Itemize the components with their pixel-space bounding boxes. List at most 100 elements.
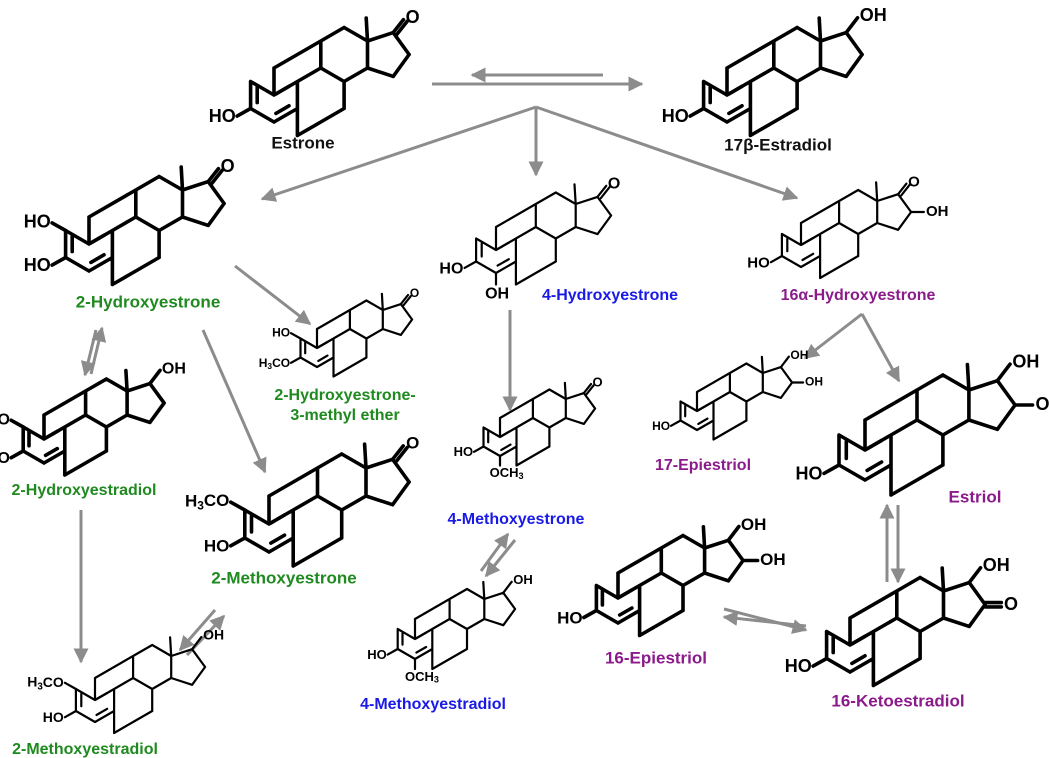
arrow-methoxyestrone4-to-methoxyestradiol4-reverse: [484, 539, 517, 578]
hydroxyl-bond-17: [844, 15, 860, 35]
substituent-2-label: HO: [0, 412, 10, 429]
hydroxyl-bond-17: [148, 368, 162, 386]
hydroxyl-17-label: OH: [162, 360, 186, 377]
arrow-estrone-to-hydroxyestrone16a: [535, 105, 799, 201]
compound-name-estriol: Estriol: [949, 487, 1002, 506]
substituent-2-label: H3CO: [27, 674, 64, 692]
compound-name-methoxyestradiol2: 2-Methoxyestradiol: [12, 741, 158, 758]
substituent-4-label: OCH3: [490, 465, 524, 481]
substituent-bond-3: [228, 536, 247, 548]
substituent-3-label: HO: [796, 464, 823, 484]
substituent-3-label: HO: [747, 254, 770, 271]
hydroxyl-bond-17: [191, 635, 203, 651]
compound-name-epiestriol16: 16-Epiestriol: [605, 648, 707, 667]
substituent-bond-2: [9, 418, 26, 429]
substituent-bond-3: [582, 608, 599, 620]
arrow-hydroxyestrone2-to-hydroxyestrone2_3me: [234, 264, 312, 326]
compound-name-methoxyestradiol4: 4-Methoxyestradiol: [360, 696, 506, 713]
aromatic-double-bonds: [80, 691, 109, 717]
arrow-hydroxyestrone16a-to-epiestriol17: [803, 312, 863, 360]
compound-name-hydroxyestrone2_3me: 2-Hydroxyestrone-: [274, 387, 415, 404]
steroid-skeleton: [824, 566, 987, 688]
compound-name-ketoestradiol16: 16-Ketoestradiol: [831, 691, 964, 710]
ketone-double-bond-17: [599, 186, 611, 200]
arrow-hydroxyestrone2-to-methoxyestrone2: [201, 329, 267, 474]
substituent-3-label: HO: [209, 106, 236, 126]
substituent-3-label: HO: [0, 450, 10, 467]
oxygen-17-label: O: [410, 286, 419, 300]
steroid-skeleton: [594, 525, 745, 638]
ketone-double-bond-17: [402, 295, 412, 307]
arrow-methoxyestrone2-to-methoxyestradiol2-reverse: [178, 609, 217, 652]
hydroxyl-16-label: OH: [805, 375, 823, 389]
arrow-estrone-to-hydroxyestrone2: [260, 105, 537, 202]
substituent-3-label: HO: [24, 255, 51, 275]
hydroxyl-bond-17: [967, 565, 983, 585]
hydroxyl-17-label: OH: [790, 348, 808, 362]
substituent-bond-2: [50, 221, 68, 233]
ketone-double-bond-17: [585, 384, 595, 396]
substituent-3-label: HO: [204, 537, 230, 556]
ketone-bond-17: [206, 166, 221, 184]
ketone-double-bond-17: [210, 168, 225, 186]
arrow-methoxyestrone4-to-methoxyestradiol4-forward: [479, 532, 510, 572]
substituent-3-label: HO: [662, 106, 689, 126]
hydroxyl-17-label: OH: [983, 555, 1010, 575]
substituent-bond-3: [9, 449, 26, 460]
ketone-bond-17: [897, 182, 908, 196]
hydroxyl-17-label: OH: [513, 572, 533, 587]
ketone-bond-17: [582, 382, 593, 395]
substituent-bond-3: [235, 106, 253, 118]
oxygen-17-label: O: [406, 434, 419, 453]
oxygen-17-label: O: [608, 176, 620, 193]
ketone-double-bond-17: [394, 445, 409, 463]
steroid-skeleton: [63, 165, 226, 287]
substituent-bond-3: [289, 356, 302, 364]
aromatic-double-bonds: [786, 236, 815, 262]
oxygen-16-label: O: [1004, 594, 1018, 614]
oxygen-17-label: O: [406, 7, 420, 27]
hydroxyl-17-label: OH: [741, 515, 767, 534]
hydroxyl-16-label: OH: [1036, 394, 1050, 414]
compound-name-methoxyestrone4: 4-Methoxyestrone: [448, 511, 585, 528]
steroid-skeleton: [248, 16, 411, 138]
molecule-estriol: OH OH HO Estriol: [796, 351, 1050, 506]
compound-name-estradiol: 17β-Estradiol: [724, 135, 832, 154]
substituent-bond-3: [50, 255, 68, 267]
substituent-3-label: HO: [439, 260, 463, 277]
steroid-skeleton: [679, 355, 794, 441]
substituent-bond-3: [811, 656, 829, 668]
substituent-bond-2: [63, 681, 78, 691]
hydroxyl-bond-17: [726, 524, 741, 543]
substituent-2-label: HO: [24, 212, 51, 232]
steroid-skeleton: [74, 636, 207, 735]
steroid-skeleton: [299, 292, 414, 378]
compound-name-methoxyestrone2: 2-Methoxyestrone: [211, 568, 356, 587]
substituent-bond-2: [289, 332, 302, 340]
substituent-2-label: H3CO: [185, 492, 229, 513]
substituent-bond-3: [63, 709, 78, 719]
hydroxyl-bond-17: [502, 580, 513, 594]
arrow-hydroxyestrone2-to-hydroxyestradiol2-reverse: [80, 329, 98, 377]
steroid-skeleton: [837, 362, 1017, 497]
substituent-bond-3: [472, 445, 485, 453]
ketone-bond-17: [596, 184, 608, 198]
hydroxyl-17-label: OH: [860, 5, 887, 25]
oxygen-17-label: O: [908, 173, 920, 190]
aromatic-double-bonds: [600, 588, 634, 617]
hydroxyl-17-label: OH: [203, 627, 224, 643]
arrow-epiestriol16-to-ketoestradiol16-forward: [723, 607, 808, 634]
molecule-methoxyestrone2: O HO H3CO 2-Methoxyestrone: [185, 434, 419, 588]
molecule-hydroxyestradiol2: OHHOHO2-Hydroxyestradiol: [0, 360, 186, 499]
substituent-3-label: HO: [367, 647, 387, 662]
